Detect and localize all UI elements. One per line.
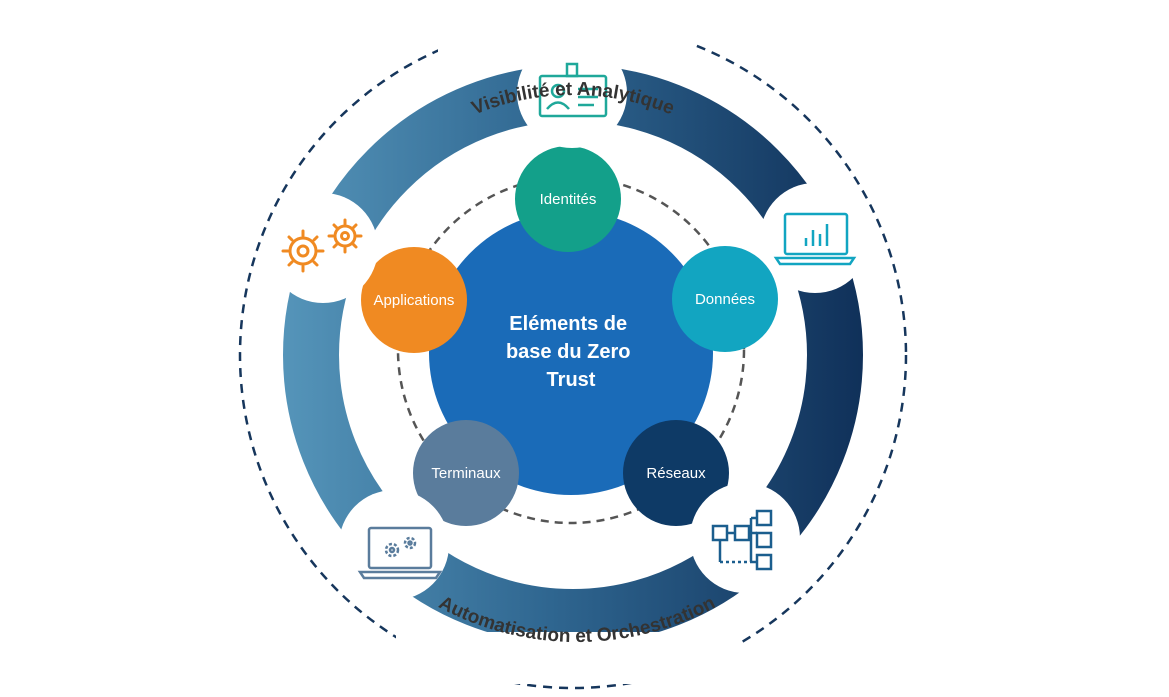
bottom-label-mask (396, 632, 741, 684)
ring-gap-left (268, 193, 378, 303)
center-title-line-3: Trust (547, 369, 596, 391)
gears-icon (281, 218, 363, 273)
pillar-reseaux-label: Réseaux (646, 465, 706, 482)
top-label-mask (438, 14, 696, 52)
center-title-line-2: base du Zero (506, 341, 630, 363)
center-title-line-1: Eléments de (509, 313, 627, 335)
pillar-applications-label: Applications (374, 292, 455, 309)
network-tree-icon (711, 509, 773, 571)
pillar-donnees: Données (672, 246, 778, 352)
ring-gap-bottom-left (339, 490, 449, 600)
pillar-terminaux-label: Terminaux (431, 465, 501, 482)
ring-gap-top (517, 38, 627, 148)
pillar-donnees-label: Données (695, 291, 755, 308)
center-title: Eléments de base du Zero Trust (506, 313, 636, 391)
laptop-chart-icon (773, 212, 857, 266)
id-badge-icon (538, 62, 608, 118)
laptop-gears-icon (357, 526, 443, 580)
pillar-reseaux: Réseaux (623, 420, 729, 526)
pillar-terminaux: Terminaux (413, 420, 519, 526)
ring-gap-bottom-right (690, 483, 800, 593)
pillar-identites-label: Identités (540, 191, 597, 208)
center-circle (429, 211, 713, 495)
pillar-identites: Identités (515, 146, 621, 252)
ring-gap-right (760, 183, 870, 293)
pillar-applications: Applications (361, 247, 467, 353)
